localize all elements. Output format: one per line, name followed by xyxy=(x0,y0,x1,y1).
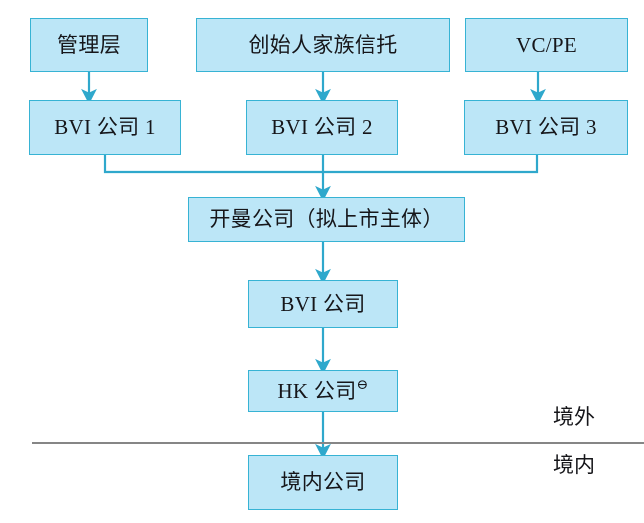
node-founder-family-trust[interactable]: 创始人家族信托 xyxy=(196,18,450,72)
onshore-offshore-divider xyxy=(32,442,644,444)
node-vc-pe[interactable]: VC/PE xyxy=(465,18,628,72)
node-cayman-company[interactable]: 开曼公司（拟上市主体） xyxy=(188,197,465,242)
node-domestic-company-label: 境内公司 xyxy=(280,470,366,494)
bus-bvi-group xyxy=(103,155,539,174)
node-bvi-company-2[interactable]: BVI 公司 2 xyxy=(246,100,398,155)
node-domestic-company[interactable]: 境内公司 xyxy=(248,455,398,510)
node-management-label: 管理层 xyxy=(57,32,121,57)
node-bvi-company-3-label: BVI 公司 3 xyxy=(495,115,597,139)
node-bvi-company-1-label: BVI 公司 1 xyxy=(54,115,156,139)
node-cayman-company-label: 开曼公司（拟上市主体） xyxy=(209,207,444,231)
node-vc-pe-label: VC/PE xyxy=(515,32,577,57)
node-hk-company-label: HK 公司 xyxy=(277,378,357,403)
boundary-label-offshore: 境外 xyxy=(553,405,595,429)
boundary-label-onshore: 境内 xyxy=(553,453,595,477)
node-bvi-company-label: BVI 公司 xyxy=(280,291,366,316)
node-bvi-company-3[interactable]: BVI 公司 3 xyxy=(464,100,628,155)
node-founder-family-trust-label: 创始人家族信托 xyxy=(248,32,398,57)
node-bvi-company[interactable]: BVI 公司 xyxy=(248,280,398,328)
node-management[interactable]: 管理层 xyxy=(30,18,148,72)
node-hk-company[interactable]: HK 公司⊖ xyxy=(248,370,398,412)
node-bvi-company-2-label: BVI 公司 2 xyxy=(271,115,373,139)
node-bvi-company-1[interactable]: BVI 公司 1 xyxy=(29,100,181,155)
